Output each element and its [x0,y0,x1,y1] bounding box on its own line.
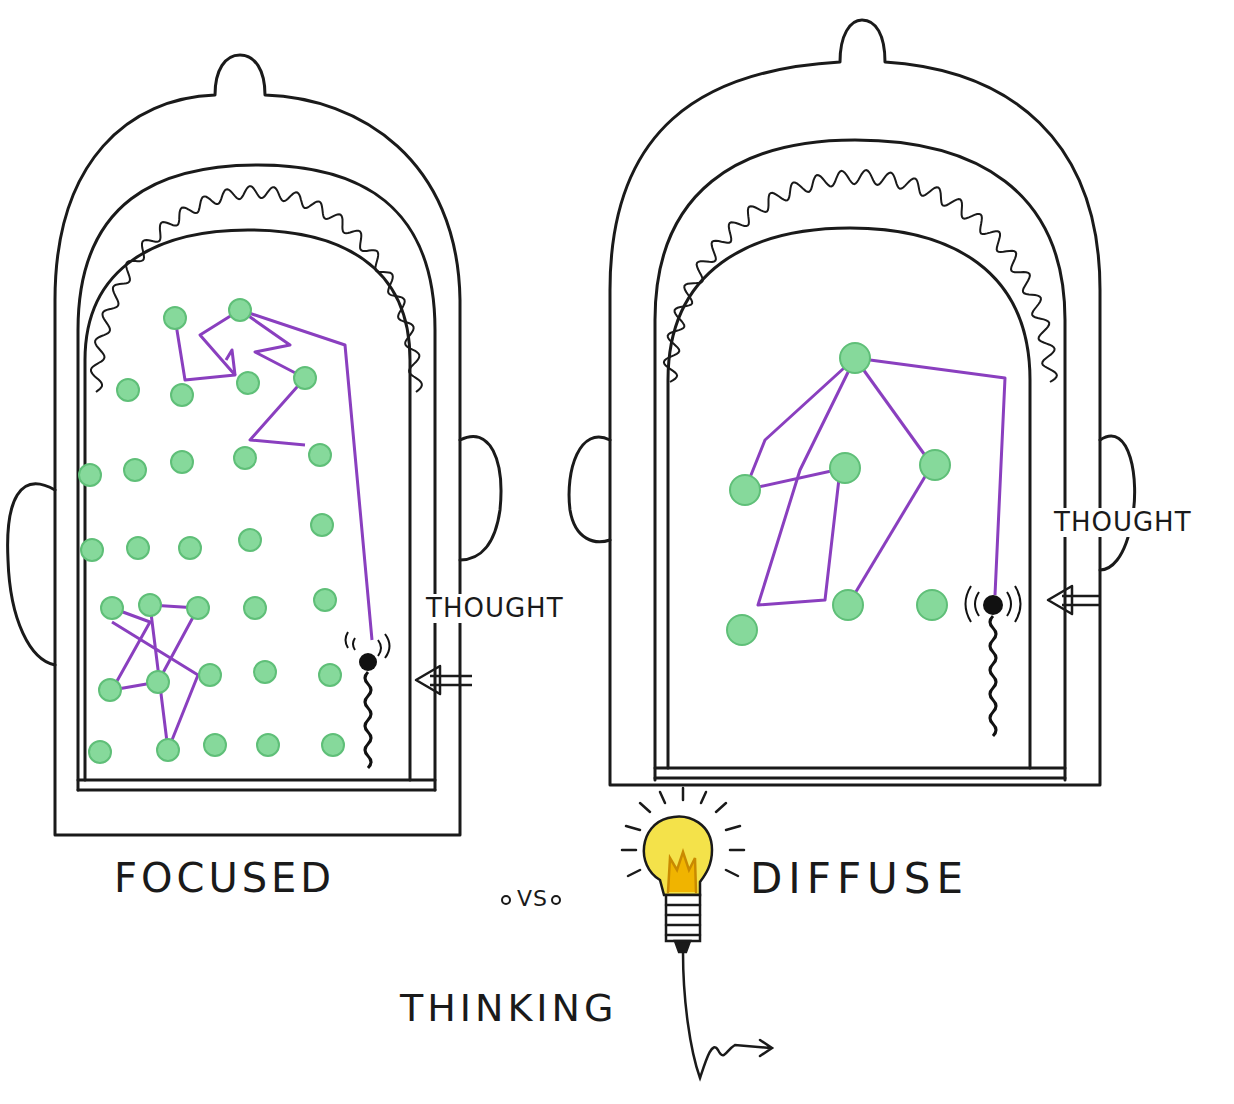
skull-outline [78,165,435,790]
brain-folds [91,170,1057,392]
versus-label: VS [515,887,550,911]
neuron-dots [79,299,950,763]
ear [460,436,501,560]
ear [8,484,55,665]
brain-outline [668,228,1030,768]
ear [569,437,610,542]
brain-fold [664,170,1057,382]
thought-signal [346,586,1021,768]
brain-fold [91,186,422,392]
thought-label: THOUGHT [1052,508,1194,537]
brain-outline [85,230,410,780]
input-arrow [416,586,1100,694]
base-line [655,767,1065,770]
base-line [78,779,435,782]
ear [1100,436,1135,570]
mode-label: FOCUSED [112,856,337,900]
thought-label: THOUGHT [424,594,566,623]
head-outline [610,20,1100,785]
skull-outline [655,140,1065,780]
light-bulb [622,788,772,1078]
neural-paths [112,310,1005,750]
thinking-label: THINKING [398,988,619,1030]
base-line [655,777,1065,780]
head-outline [55,55,460,835]
base-line [78,789,435,792]
mode-label: DIFFUSE [748,856,971,902]
